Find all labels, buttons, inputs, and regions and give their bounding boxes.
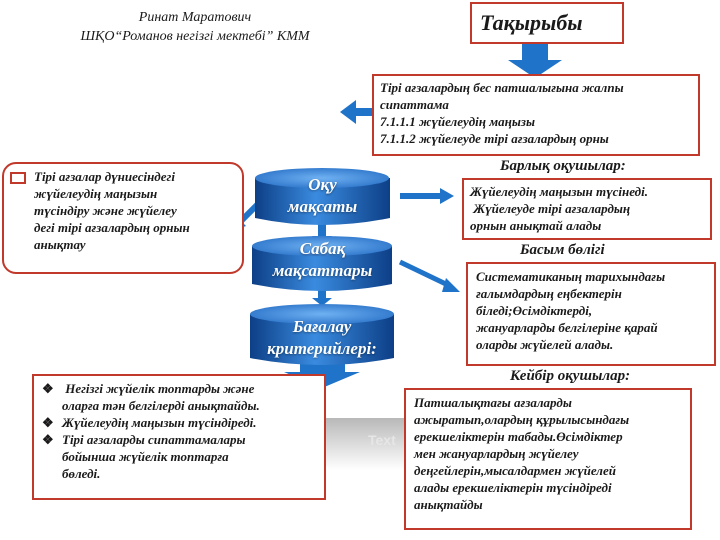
left-goal-line: түсіндіру және жүйелеу	[34, 203, 177, 218]
author-name: Ринат Маратович	[138, 10, 252, 25]
some-students-line: ерекшеліктерін табады.Өсімдіктер	[414, 429, 623, 444]
criteria-line: бойынша жүйелік топтарға	[62, 449, 229, 464]
some-students-line: алады ерекшеліктерін түсіндіреді	[414, 480, 612, 495]
most-students-line: ғалымдардың еңбектерін	[476, 286, 622, 301]
checkbox-icon	[10, 172, 26, 184]
cylinder-label-line: мақсаттары	[272, 261, 373, 280]
cylinder-label-line: мақсаты	[287, 197, 358, 216]
criteria-item: ❖ Жүйелеудің маңызын түсіндіреді.	[40, 414, 318, 431]
down-arrow-topic	[508, 42, 562, 78]
cylinder-lesson-goals	[252, 236, 392, 291]
most-students-line: біледі;Өсімдіктерді,	[476, 303, 593, 318]
cylinder-label-learning-goal: Оқу мақсаты	[260, 174, 385, 218]
most-students-line: Систематиканың тарихындағы	[476, 269, 666, 284]
most-students-line: оларды жүйелей алады.	[476, 337, 614, 352]
all-students-line: Жүйелеудің маңызын түсінеді.	[470, 184, 648, 199]
diamond-bullet-icon: ❖	[42, 381, 54, 396]
left-goal-line: анықтау	[34, 237, 86, 252]
topic-line: 7.1.1.2 жүйелеуде тірі ағзалардың орны	[380, 131, 609, 146]
cylinder-label-line: критерийлері:	[267, 339, 377, 358]
diamond-bullet-icon: ❖	[42, 415, 54, 430]
left-goal-line: дегі тірі ағзалардың орнын	[34, 220, 190, 235]
criteria-item: ❖ Тірі ағзаларды сипаттамалары бойынша ж…	[40, 431, 318, 482]
cylinder-label-line: Сабақ	[299, 239, 346, 258]
criteria-line: бөледі.	[62, 466, 101, 481]
some-students-line: мен жануарлардың жүйелеу	[414, 446, 579, 461]
most-students-line: жануарларды белгілеріне қарай	[476, 320, 658, 335]
some-students-line: анықтайды	[414, 497, 483, 512]
criteria-line: оларға тән белгілерді анықтайды.	[62, 398, 260, 413]
topic-line: 7.1.1.1 жүйелеудің маңызы	[380, 114, 535, 129]
placeholder-text: Text	[368, 432, 396, 448]
diamond-bullet-icon: ❖	[42, 432, 54, 447]
all-students-line: орнын анықтай алады	[470, 218, 602, 233]
criteria-line: Тірі ағзаларды сипаттамалары	[62, 432, 246, 447]
author-block: Ринат Маратович ШҚО“Романов негізгі мект…	[60, 8, 330, 46]
all-students-line: Жүйелеуде тірі ағзалардың	[470, 201, 631, 216]
topic-content-box: Тірі ағзалардың бес патшалығына жалпы си…	[372, 74, 700, 156]
cylinder-label-line: Оқу	[308, 175, 337, 194]
cylinder-label-assessment: Бағалау критерийлері:	[252, 316, 392, 360]
criteria-line: Жүйелеудің маңызын түсіндіреді.	[62, 415, 257, 430]
cylinder-label-lesson-goals: Сабақ мақсаттары	[255, 238, 390, 282]
left-goal-line: жүйелеудің маңызын	[34, 186, 158, 201]
all-students-box: Жүйелеудің маңызын түсінеді. Жүйелеуде т…	[462, 178, 712, 240]
topic-title-box: Тақырыбы	[470, 2, 624, 44]
topic-line: сипаттама	[380, 97, 449, 112]
left-goal-line: Тірі ағзалар дүниесіндегі	[34, 169, 175, 184]
cylinder-label-line: Бағалау	[292, 317, 352, 336]
cylinder-assessment	[250, 304, 394, 365]
most-students-heading: Басым бөлігі	[520, 242, 605, 258]
some-students-heading: Кейбір оқушылар:	[510, 368, 631, 384]
cylinder-learning-goal	[255, 168, 390, 225]
most-students-box: Систематиканың тарихындағы ғалымдардың е…	[466, 262, 716, 366]
some-students-line: ажыратып,олардың құрылысындағы	[414, 412, 630, 427]
left-goal-box: Тірі ағзалар дүниесіндегі жүйелеудің маң…	[2, 162, 244, 274]
all-students-heading: Барлық оқушылар:	[500, 158, 626, 174]
topic-line: Тірі ағзалардың бес патшалығына жалпы	[380, 80, 624, 95]
criteria-box: ❖ Негізгі жүйелік топтарды және оларға т…	[32, 374, 326, 500]
criteria-item: ❖ Негізгі жүйелік топтарды және оларға т…	[40, 380, 318, 414]
some-students-line: деңгейлерін,мысалдармен жүйелей	[414, 463, 616, 478]
arrow-to-most-students	[398, 259, 452, 289]
author-school: ШҚО“Романов негізгі мектебі” КММ	[80, 29, 310, 44]
criteria-line: Негізгі жүйелік топтарды және	[62, 381, 255, 396]
some-students-box: Патшалықтағы ағзаларды ажыратып,олардың …	[404, 388, 692, 530]
topic-title: Тақырыбы	[480, 10, 583, 35]
some-students-line: Патшалықтағы ағзаларды	[414, 395, 572, 410]
